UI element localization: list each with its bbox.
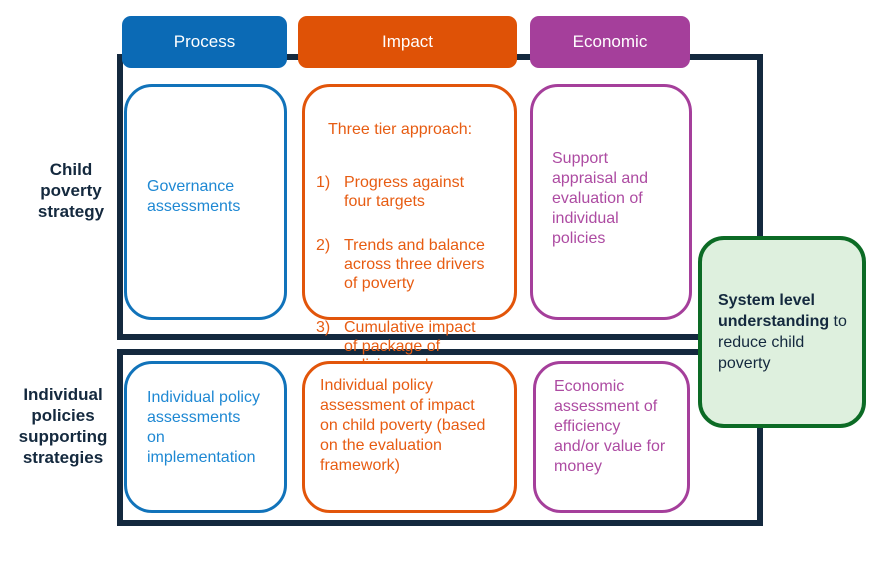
outcome-box-text: System level understanding to reduce chi… (718, 290, 850, 374)
tier-item-2-number: 2) (316, 237, 331, 254)
cell-strategy-process: Governance assessments (124, 84, 287, 320)
outcome-rest-text: to reduce child poverty (718, 313, 847, 372)
column-header-impact-label: Impact (381, 32, 434, 51)
column-header-process-label: Process (173, 32, 236, 51)
cell-policies-impact: Individual policy assessment of impact o… (302, 361, 517, 513)
tier-item-1-number: 1) (316, 174, 331, 191)
tier-item-2: 2) Trends and balance across three drive… (316, 236, 504, 293)
tier-item-1-text: Progress against four targets (344, 174, 465, 210)
row-label-individual-policies: Individual policies supporting strategie… (18, 385, 108, 467)
column-header-process: Process (122, 16, 287, 68)
column-header-impact: Impact (298, 16, 517, 68)
cell-strategy-impact: Three tier approach: 1) Progress against… (302, 84, 517, 393)
cell-policies-economic-text: Economic assessment of efficiency and/or… (554, 378, 666, 475)
outcome-bold-text: System level understanding (718, 292, 830, 330)
column-header-economic: Economic (530, 16, 690, 68)
cell-policies-process-text: Individual policy assessments on impleme… (147, 389, 260, 466)
tier-item-2-text: Trends and balance across three drivers … (344, 237, 485, 292)
cell-policies-impact-text: Individual policy assessment of impact o… (320, 377, 486, 474)
three-tier-approach-title: Three tier approach: (328, 121, 473, 138)
row-label-child-poverty-strategy: Child poverty strategy (37, 160, 105, 221)
cell-strategy-economic-text: Support appraisal and evaluation of indi… (552, 150, 649, 247)
tier-item-3-number: 3) (316, 319, 331, 336)
tier-item-1: 1) Progress against four targets (316, 173, 504, 211)
column-header-economic-label: Economic (572, 32, 648, 51)
cell-policies-process: Individual policy assessments on impleme… (124, 361, 287, 513)
outcome-box-system-level-understanding: System level understanding to reduce chi… (698, 236, 866, 428)
cell-policies-economic: Economic assessment of efficiency and/or… (533, 361, 690, 513)
policies-row-frame (117, 349, 763, 526)
cell-strategy-process-text: Governance assessments (147, 178, 241, 215)
cell-strategy-economic: Support appraisal and evaluation of indi… (530, 84, 692, 320)
